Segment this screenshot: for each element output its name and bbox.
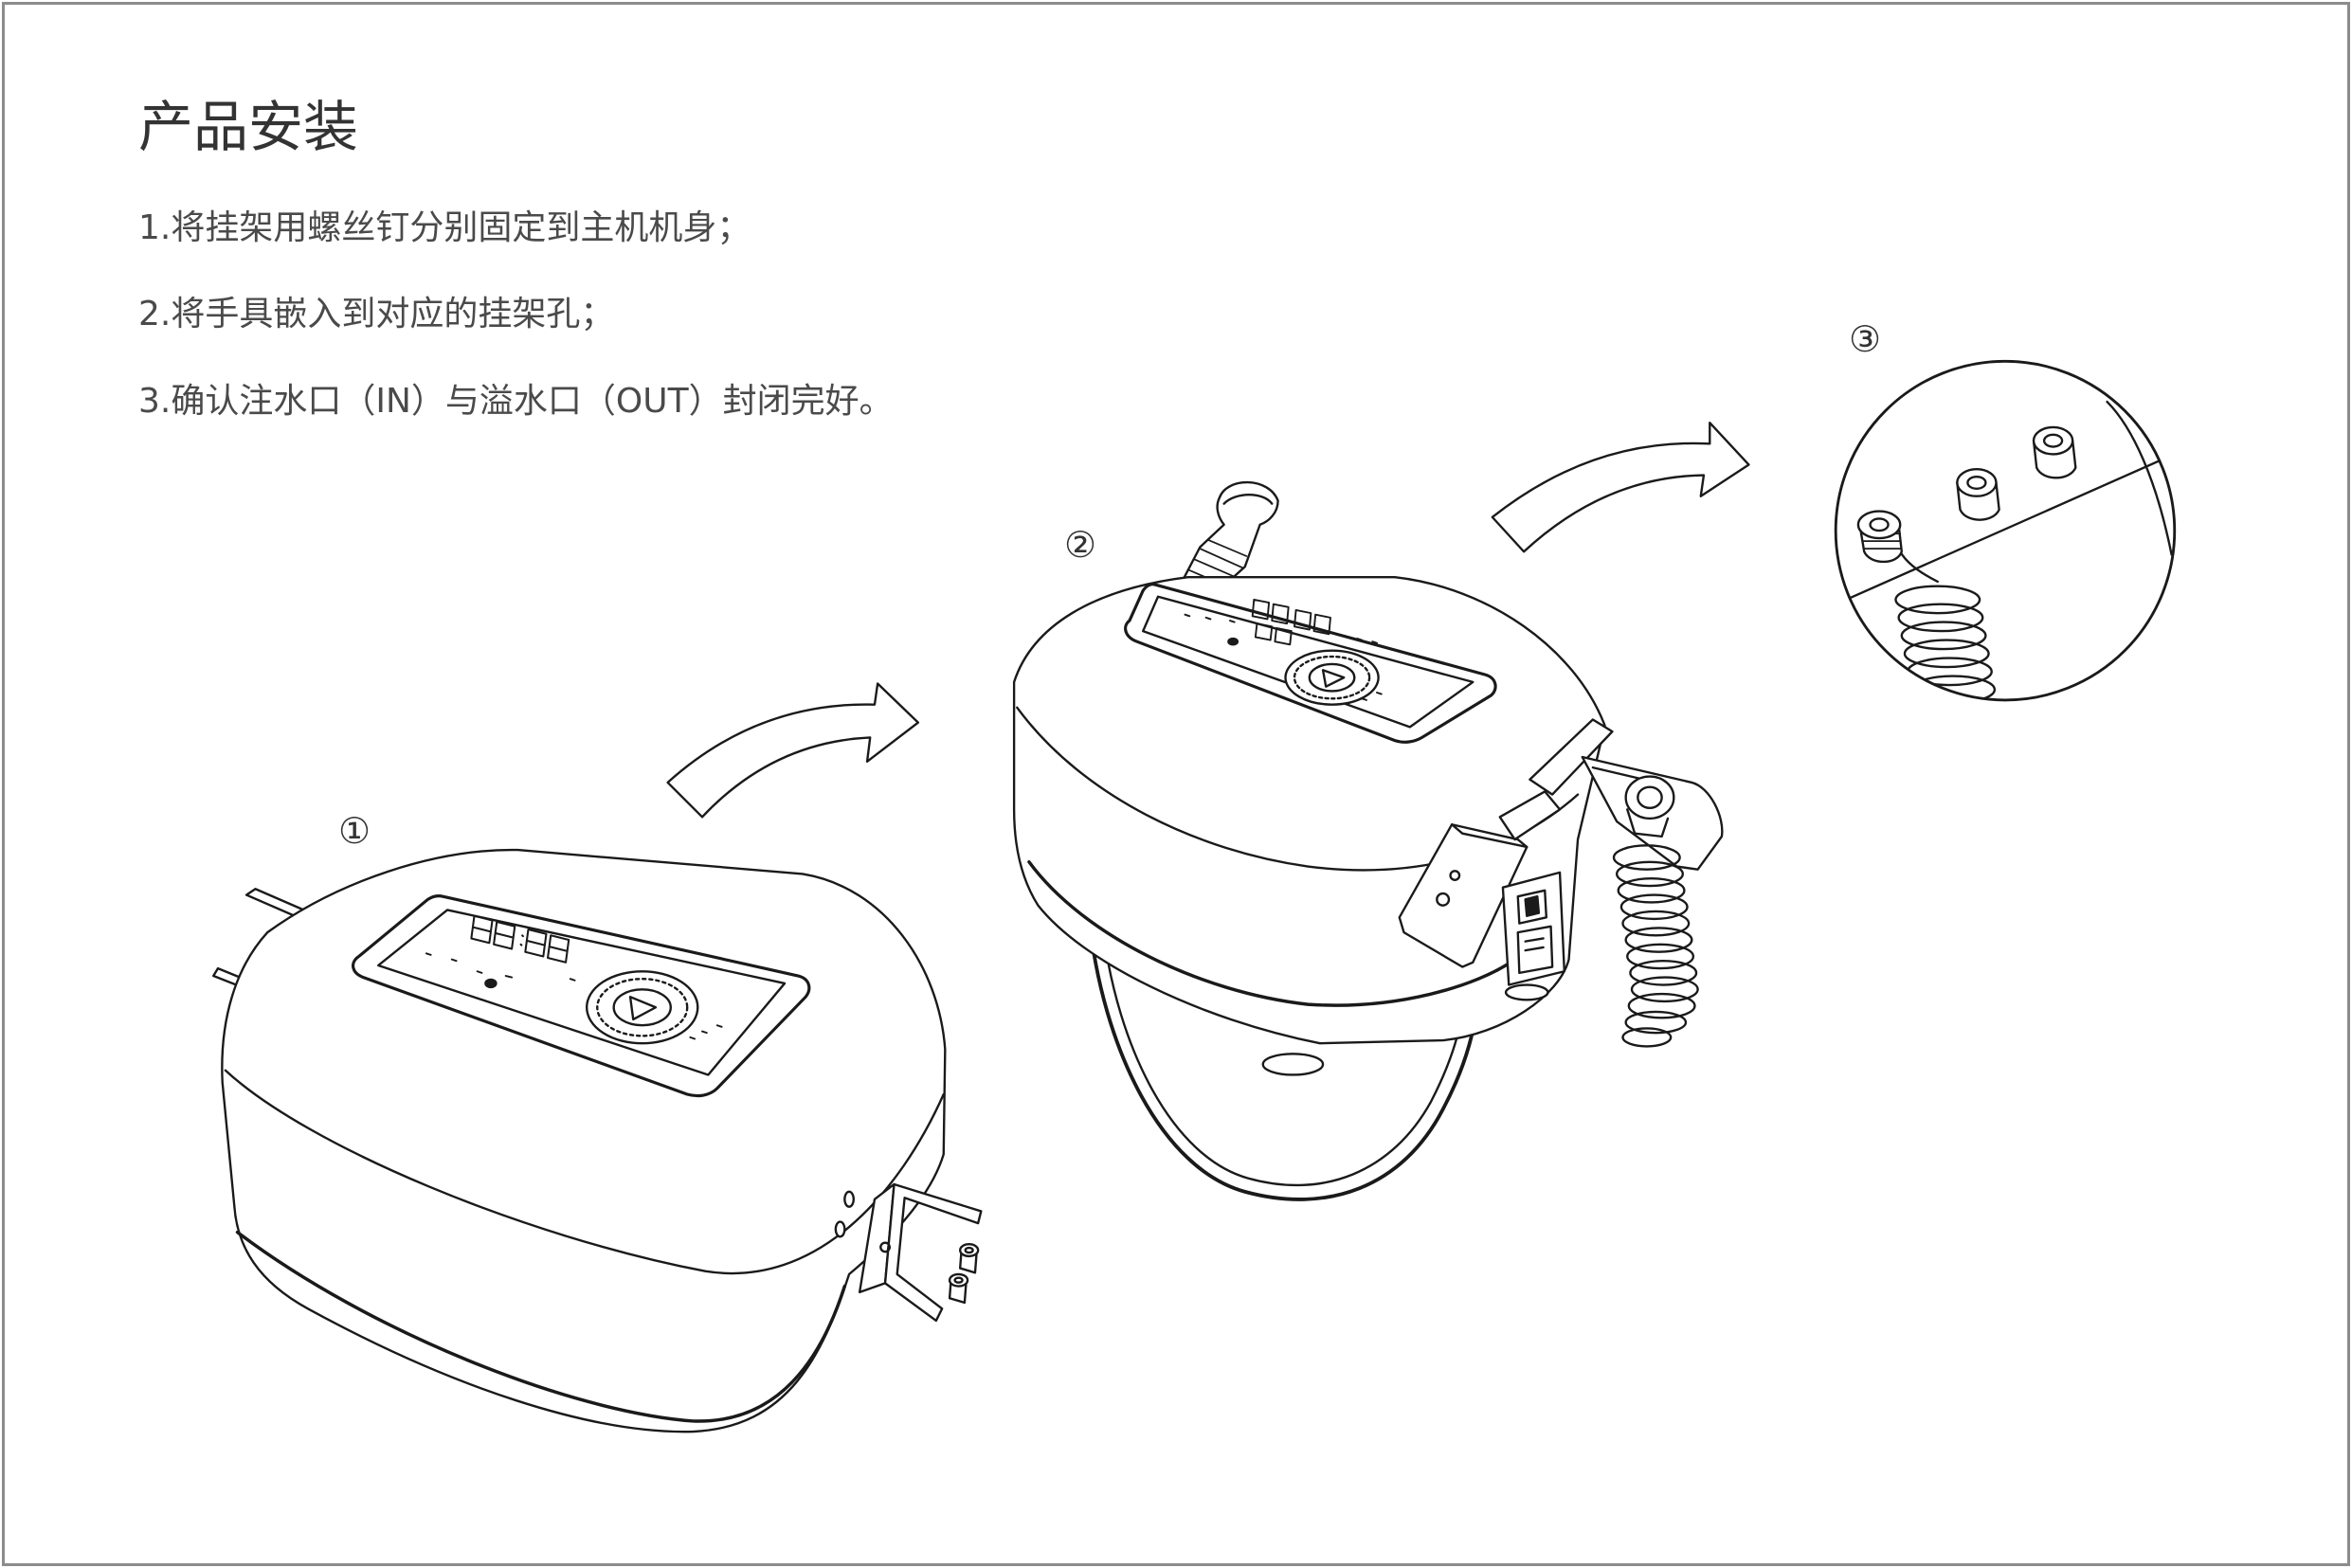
connector-left-threaded	[1856, 510, 1939, 584]
handpiece-side	[1498, 718, 1724, 871]
arrow-2	[1491, 421, 1750, 553]
power-switch-panel	[1501, 871, 1565, 986]
body-bottom-edge	[235, 1230, 847, 1423]
water-outlet-connector	[948, 1272, 969, 1305]
detail-circle-outline	[1834, 359, 2177, 702]
page-title: 产品安装	[138, 95, 359, 159]
control-dial	[586, 970, 699, 1045]
coiled-hose	[1612, 844, 1699, 1048]
side-hole	[843, 1190, 856, 1208]
figure-label-1: ①	[337, 810, 371, 852]
detail-connectors	[1836, 391, 2175, 700]
step-2-text: 2.将手具嵌入到对应的挂架孔；	[138, 295, 615, 333]
device-step-1	[212, 848, 983, 1433]
stand-loop	[1087, 915, 1479, 1201]
control-dial	[1284, 649, 1380, 706]
water-inlet-connector	[958, 1243, 980, 1274]
coiled-hose	[1894, 585, 1997, 700]
side-hole	[834, 1220, 846, 1238]
arrow-1	[666, 682, 920, 819]
control-panel	[352, 893, 811, 1098]
connector-right	[2032, 425, 2077, 479]
indicator-dot	[1227, 637, 1239, 646]
figure-label-3: ③	[1848, 318, 1882, 360]
mount-bracket	[1398, 823, 1529, 968]
foot	[1504, 983, 1549, 1001]
panel-marks	[1184, 613, 1383, 701]
foot	[1261, 1053, 1325, 1076]
digit-display	[1251, 598, 1331, 646]
figure-label-2: ②	[1063, 524, 1097, 566]
right-bracket	[858, 1182, 983, 1323]
step-1-text: 1.将挂架用螺丝钉分别固定到主机机身；	[138, 208, 751, 247]
panel-edge	[1836, 451, 2175, 607]
digit-display	[470, 914, 570, 964]
connector-middle	[1956, 468, 2000, 521]
body-bottom-edge	[1027, 860, 1517, 1007]
step-3-text: 3.确认注水口（IN）与溢水口（OUT）封闭完好。	[138, 382, 894, 421]
device-step-2	[1012, 480, 1724, 1201]
indicator-dot	[484, 978, 498, 989]
panel-marks	[425, 952, 723, 1040]
control-panel	[1124, 583, 1497, 744]
